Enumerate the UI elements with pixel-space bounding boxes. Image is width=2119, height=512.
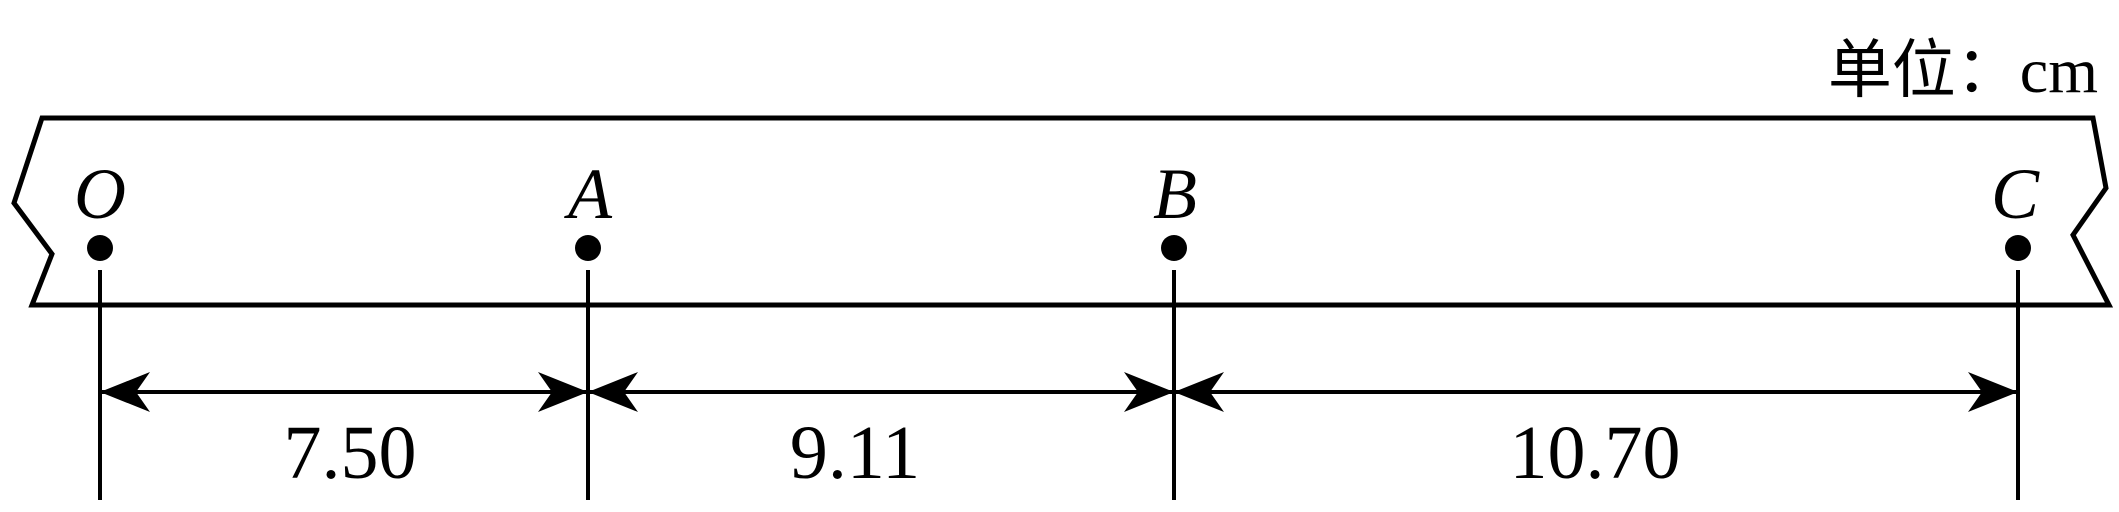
point-dot-o (87, 235, 113, 261)
unit-label: 单位：cm (1828, 35, 2098, 106)
arrowhead-oa-left (100, 372, 150, 412)
arrowhead-ab-right (1124, 372, 1174, 412)
paper-tape (11, 115, 2114, 308)
point-label-c: C (1991, 154, 2040, 234)
arrowhead-bc-left (1174, 372, 1224, 412)
arrowhead-ab-left (588, 372, 638, 412)
point-dot-a (575, 235, 601, 261)
arrowhead-oa-right (538, 372, 588, 412)
point-label-a: A (564, 154, 613, 234)
point-label-o: O (74, 154, 126, 234)
distance-label-ab: 9.11 (790, 411, 920, 495)
distance-label-bc: 10.70 (1510, 411, 1681, 495)
arrowhead-bc-right (1968, 372, 2018, 412)
point-dot-b (1161, 235, 1187, 261)
point-label-b: B (1153, 154, 1197, 234)
point-dot-c (2005, 235, 2031, 261)
distance-label-oa: 7.50 (284, 411, 417, 495)
